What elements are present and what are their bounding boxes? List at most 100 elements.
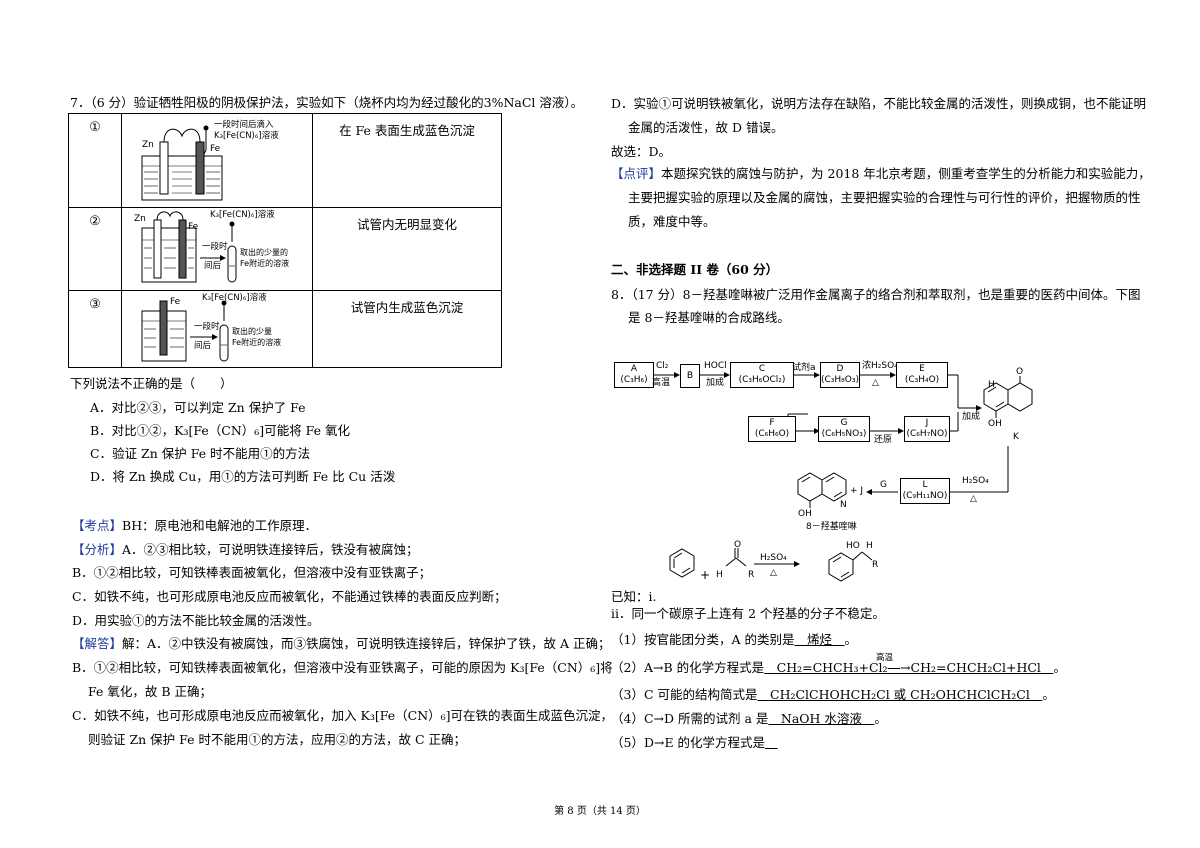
fenxi-b: B．①②相比较，可知铁棒表面被氧化，但溶液中没有亚铁离子； bbox=[72, 565, 432, 580]
zn-label: Zn bbox=[142, 140, 154, 150]
compound-c-formula: (C₃H₆OCl₂) bbox=[738, 375, 786, 385]
period: 。 bbox=[844, 632, 857, 647]
compound-e-label: E bbox=[919, 364, 925, 374]
subq-5-text: （5）D→E 的化学方程式是 bbox=[611, 735, 766, 750]
subq-3: （3）C 可能的结构简式是 CH₂ClCHOHCH₂Cl 或 CH₂OHCHCl… bbox=[611, 687, 1055, 703]
fenxi-line: 【分析】A．②③相比较，可说明铁连接锌后，铁没有被腐蚀； bbox=[72, 542, 419, 558]
beaker-fe-only-figure bbox=[141, 300, 229, 362]
compound-j-box: J(C₆H₇NO) bbox=[904, 416, 950, 442]
result-cell: 试管内无明显变化 bbox=[312, 207, 502, 291]
subq-3-text: （3）C 可能的结构简式是 bbox=[611, 687, 758, 702]
reaction-o: O bbox=[734, 540, 742, 550]
reagent-name: K₃[Fe(CN)₆]溶液 bbox=[210, 210, 275, 220]
fe-label: Fe bbox=[188, 222, 199, 232]
subq-5-answer bbox=[765, 735, 778, 750]
reagent-cl2: Cl₂ bbox=[656, 361, 669, 371]
compound-e-formula: (C₃H₄O) bbox=[904, 375, 940, 385]
zn-label: Zn bbox=[134, 214, 146, 224]
beaker-test-tube-figure bbox=[141, 211, 237, 283]
condition-addition-2: 加成 bbox=[962, 412, 981, 422]
compound-g-box: G(C₆H₅NO₃) bbox=[818, 416, 870, 442]
q8-line-2: 是 8－羟基喹啉的合成路线。 bbox=[628, 310, 790, 325]
dianping-3: 质，难度中等。 bbox=[628, 214, 716, 229]
table-row: ① Zn Fe 一段时间后滴入 K₃[Fe bbox=[68, 113, 502, 208]
compound-a-label: A bbox=[630, 364, 638, 374]
jieda-c2: 则验证 Zn 保护 Fe 时不能用①的方法，应用②的方法，故 C 正确； bbox=[88, 732, 467, 747]
time-note-2: 间后 bbox=[194, 341, 212, 351]
byproduct-g: G bbox=[880, 480, 887, 490]
subq-1-answer: 烯烃 bbox=[794, 632, 845, 647]
beaker-zn-fe-figure bbox=[141, 125, 223, 201]
table-row: ② Zn Fe K₃[ bbox=[68, 207, 502, 291]
row-number: ① bbox=[68, 113, 122, 208]
compound-c-label: C bbox=[758, 364, 766, 374]
subq-3-answer: CH₂ClCHOHCH₂Cl 或 CH₂OHCHClCH₂Cl bbox=[757, 687, 1043, 702]
product-name: 8－羟基喹啉 bbox=[806, 522, 857, 532]
compound-l-formula: (C₉H₁₁NO) bbox=[902, 491, 948, 501]
kaodian-text: BH：原电池和电解池的工作原理． bbox=[122, 518, 318, 533]
compound-g-label: G bbox=[840, 418, 848, 428]
q7-title: 7．（6 分）验证牺牲阳极的阴极保护法，实验如下（烧杯内均为经过酸化的3%NaC… bbox=[70, 95, 584, 110]
compound-c-box: C(C₃H₆OCl₂) bbox=[730, 362, 794, 388]
result-cell: 在 Fe 表面生成蓝色沉淀 bbox=[312, 113, 502, 208]
dianping-tag: 【点评】 bbox=[611, 166, 662, 181]
experiment-table: ① Zn Fe 一段时间后滴入 K₃[Fe bbox=[68, 113, 502, 368]
compound-l-box: L(C₉H₁₁NO) bbox=[900, 478, 950, 504]
condition-heat: △ bbox=[872, 378, 879, 388]
period: 。 bbox=[1053, 660, 1066, 675]
sample-note-1: 取出的少量的 bbox=[240, 248, 288, 257]
sample-note-2: Fe附近的溶液 bbox=[232, 338, 282, 347]
dianping-1: 本题探究铁的腐蚀与防护，为 2018 年北京考题，侧重考查学生的分析能力和实验能… bbox=[661, 166, 1151, 181]
jieda-b1: B．①②相比较，可知铁棒表面被氧化，但溶液中没有亚铁离子，可能的原因为 K₃[F… bbox=[72, 660, 613, 675]
option-a: A．对比②③，可以判定 Zn 保护了 Fe bbox=[90, 400, 306, 415]
q7-question: 下列说法不正确的是（ ） bbox=[70, 376, 233, 391]
jieda-c1: C．如铁不纯，也可形成原电池反应而被氧化，加入 K₃[Fe（CN）₆]可在铁的表… bbox=[72, 708, 614, 723]
period: 。 bbox=[874, 711, 887, 726]
final-answer: 故选：D。 bbox=[611, 144, 672, 159]
k-h-label: H bbox=[988, 380, 995, 390]
sample-note-1: 取出的少量 bbox=[232, 327, 272, 336]
subq-2-condition: 高温 bbox=[876, 653, 894, 663]
section-heading: 二、非选择题 II 卷（60 分） bbox=[611, 262, 779, 277]
jieda-a: 解：A．②中铁没有被腐蚀，而③铁腐蚀，可说明铁连接锌后，锌保护了铁，故 A 正确… bbox=[122, 636, 611, 651]
experiment-2-figure: Zn Fe K₃[Fe(CN)₆]溶液 一段时 间后 取出的少量的 Fe附近的溶… bbox=[121, 207, 313, 291]
reagent-hocl: HOCl bbox=[704, 361, 727, 371]
time-note-1: 一段时 bbox=[194, 322, 220, 332]
reagent-note: 一段时间后滴入 bbox=[214, 120, 274, 130]
reagent-conc-h2so4: 浓H₂SO₄ bbox=[862, 361, 898, 371]
compound-g-formula: (C₆H₅NO₃) bbox=[821, 429, 867, 439]
fe-label: Fe bbox=[170, 297, 181, 307]
time-note-2: 间后 bbox=[204, 261, 222, 271]
k-oh-label: OH bbox=[988, 419, 1002, 429]
compound-d-box: D(C₃H₈O₃) bbox=[820, 362, 860, 388]
dianping-2: 主要把握实验的原理以及金属的腐蚀，主要把握实验的合理性与可行性的评价，把握物质的… bbox=[628, 190, 1141, 205]
product-n: N bbox=[840, 500, 847, 510]
fenxi-a: A．②③相比较，可说明铁连接锌后，铁没有被腐蚀； bbox=[122, 542, 419, 557]
period: 。 bbox=[1042, 687, 1055, 702]
reaction-heat: △ bbox=[770, 568, 777, 578]
option-b: B．对比①②，K₃[Fe（CN）₆]可能将 Fe 氧化 bbox=[90, 423, 351, 438]
reagent-name: K₃[Fe(CN)₆]溶液 bbox=[202, 293, 267, 303]
compound-a-formula: (C₃H₆) bbox=[620, 375, 648, 385]
reaction-h-2: H bbox=[866, 541, 873, 551]
jieda-tag: 【解答】 bbox=[72, 636, 123, 651]
compound-k-label: K bbox=[1013, 432, 1019, 442]
compound-b-box: B bbox=[680, 364, 700, 388]
known-i: 已知：i. bbox=[611, 589, 657, 604]
subq-5: （5）D→E 的化学方程式是 bbox=[611, 735, 778, 751]
compound-b-label: B bbox=[686, 371, 694, 381]
product-oh: OH bbox=[798, 509, 812, 519]
experiment-1-figure: Zn Fe 一段时间后滴入 K₃[Fe(CN)₆]溶液 bbox=[121, 113, 313, 208]
condition-heat-2: △ bbox=[970, 494, 977, 504]
experiment-3-figure: Fe K₃[Fe(CN)₆]溶液 一段时 间后 取出的少量 Fe附近的溶液 bbox=[121, 290, 313, 368]
fenxi-d-answer-2: 金属的活泼性，故 D 错误。 bbox=[628, 120, 784, 135]
sample-note-2: Fe附近的溶液 bbox=[240, 259, 290, 268]
reaction-h: H bbox=[716, 570, 723, 580]
row-number: ② bbox=[68, 207, 122, 291]
jieda-b2: Fe 氧化，故 B 正确； bbox=[88, 684, 212, 699]
option-d: D．将 Zn 换成 Cu，用①的方法可判断 Fe 比 Cu 活泼 bbox=[90, 469, 396, 484]
row-number: ③ bbox=[68, 290, 122, 368]
result-cell: 试管内生成蓝色沉淀 bbox=[312, 290, 502, 368]
reaction-r: R bbox=[748, 570, 755, 580]
fenxi-d: D．用实验①的方法不能比较金属的活泼性。 bbox=[72, 613, 320, 628]
